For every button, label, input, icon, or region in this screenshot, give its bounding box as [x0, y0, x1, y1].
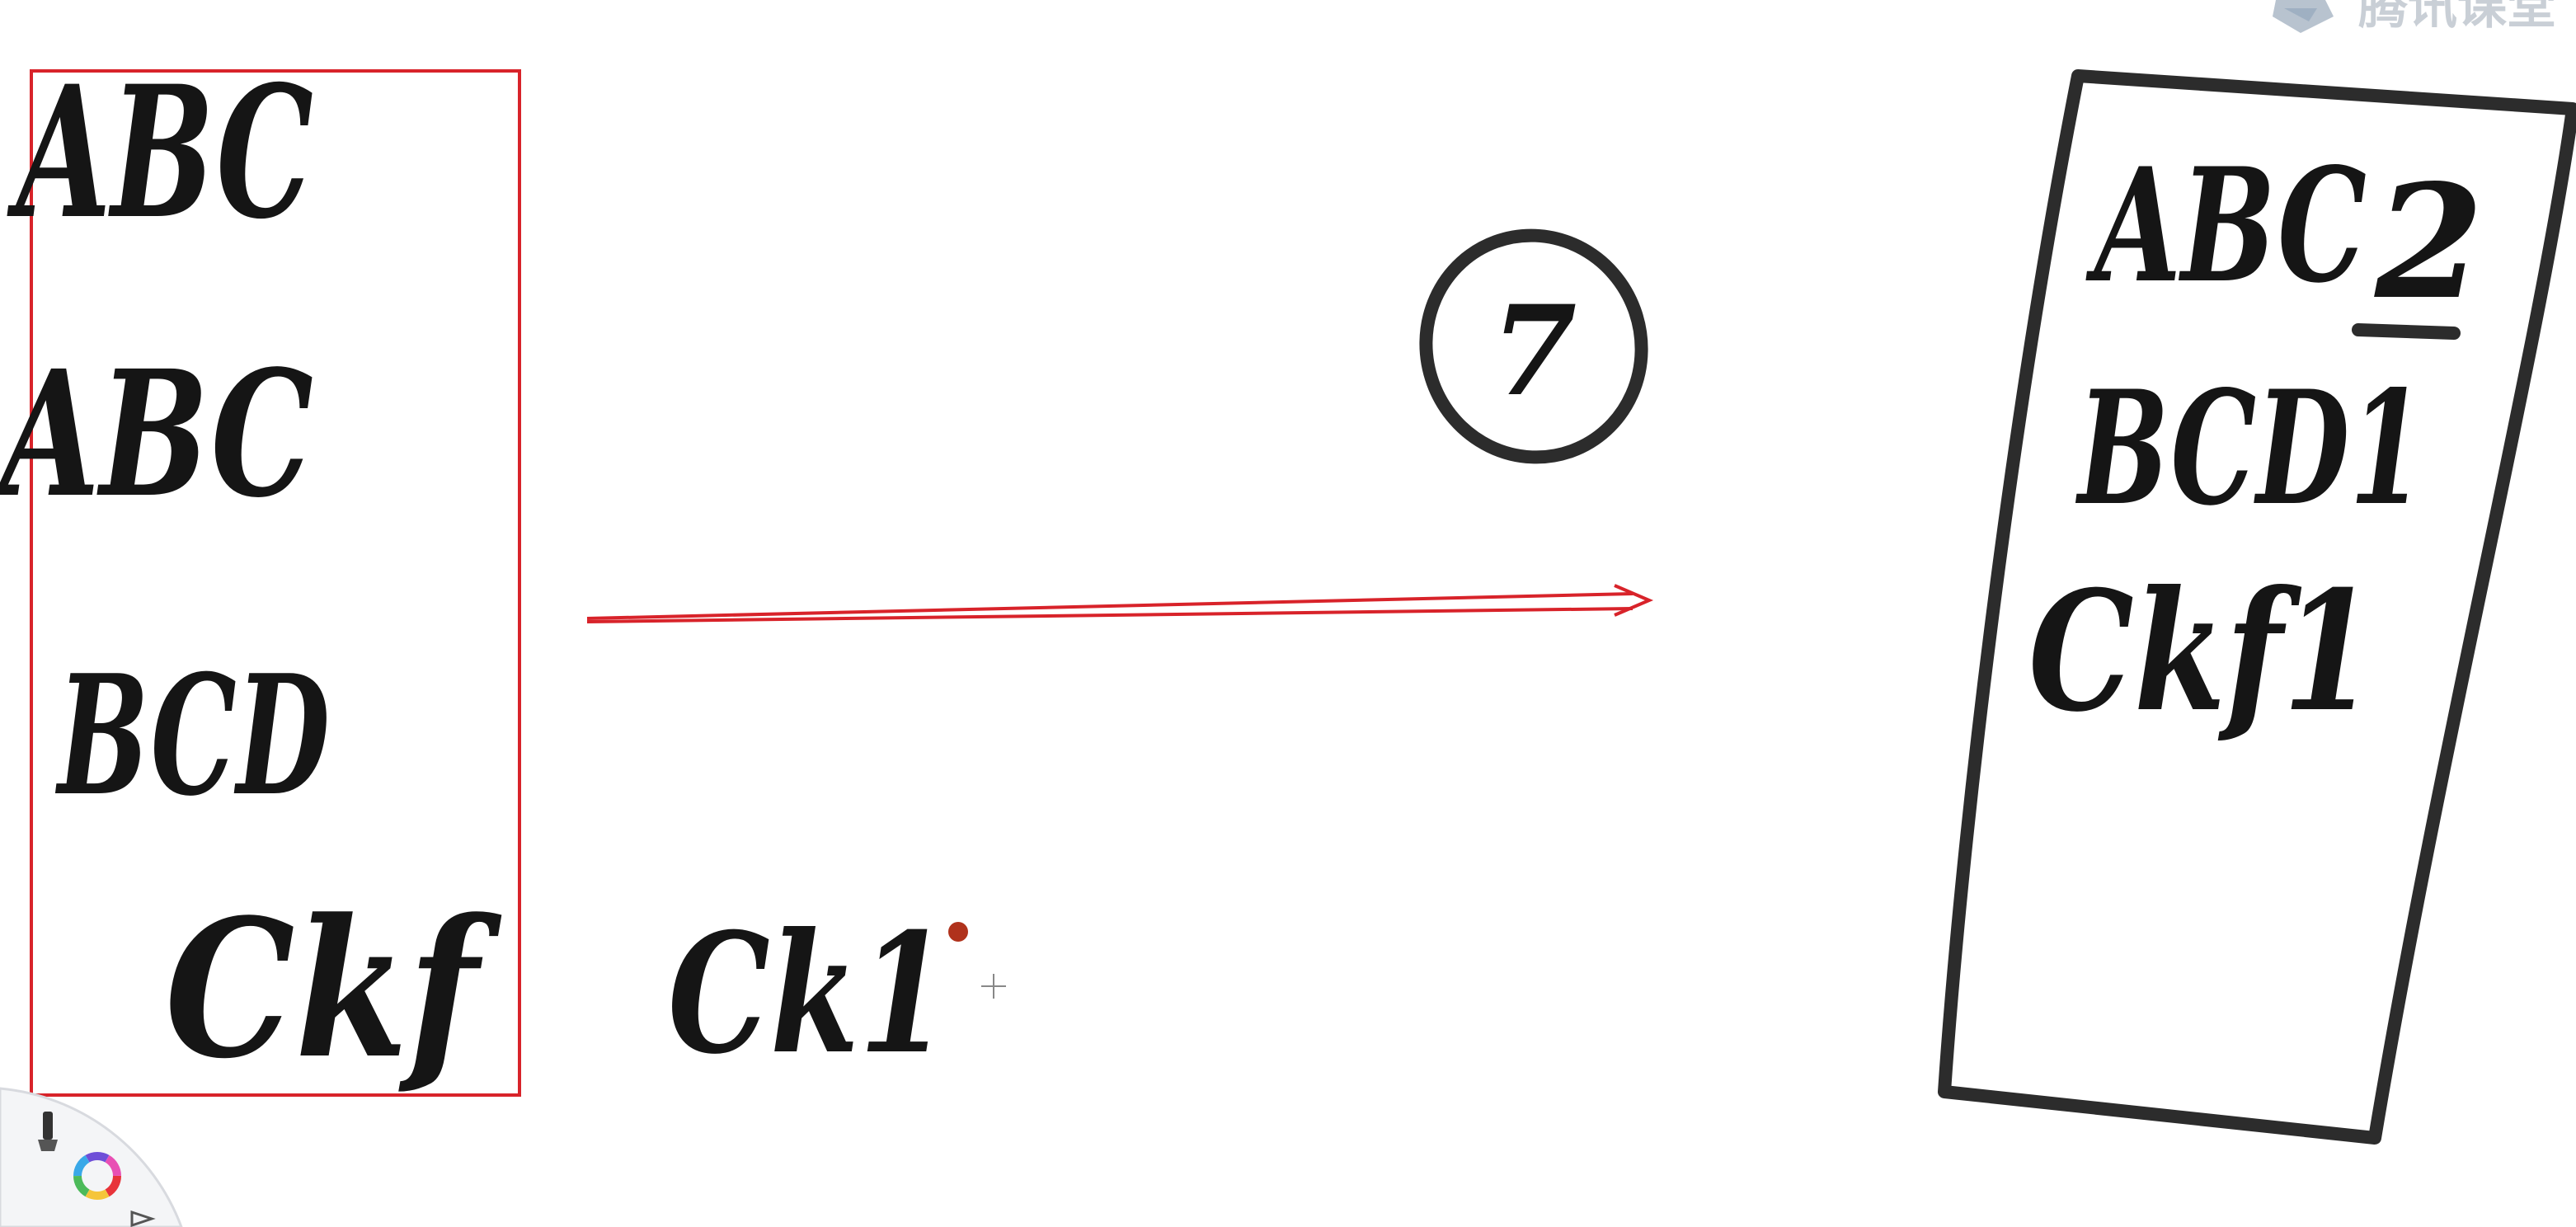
right-underlined-char: 2 — [2374, 150, 2484, 334]
arrow-tool-icon[interactable] — [130, 1210, 156, 1227]
left-row-3: BCD — [55, 639, 330, 833]
watermark-text: 腾讯课堂 — [2358, 0, 2556, 35]
color-wheel-icon[interactable] — [70, 1149, 125, 1203]
red-arrow[interactable] — [586, 584, 1654, 623]
crosshair-cursor-icon — [981, 974, 1006, 999]
left-row-1: ABC — [7, 45, 313, 259]
pen-tip-icon — [948, 922, 968, 942]
left-row-2: ABC — [0, 332, 313, 536]
right-row-1: ABC — [2085, 134, 2367, 317]
circled-mark-outline — [1419, 228, 1648, 464]
pen-tool-icon[interactable] — [38, 1112, 58, 1151]
circled-mark: 7 — [1491, 279, 1577, 424]
right-row-2: BCD1 — [2075, 356, 2424, 540]
middle-text: Ck1 — [668, 897, 948, 1091]
tencent-classroom-logo-icon — [2273, 0, 2334, 33]
right-row-3: Ckf1 — [2028, 555, 2375, 749]
selection-rectangle[interactable] — [30, 69, 521, 1097]
right-box-outline[interactable] — [1938, 69, 2576, 1145]
left-row-4: Ckf — [165, 878, 501, 1101]
underline-stroke — [2352, 323, 2461, 340]
